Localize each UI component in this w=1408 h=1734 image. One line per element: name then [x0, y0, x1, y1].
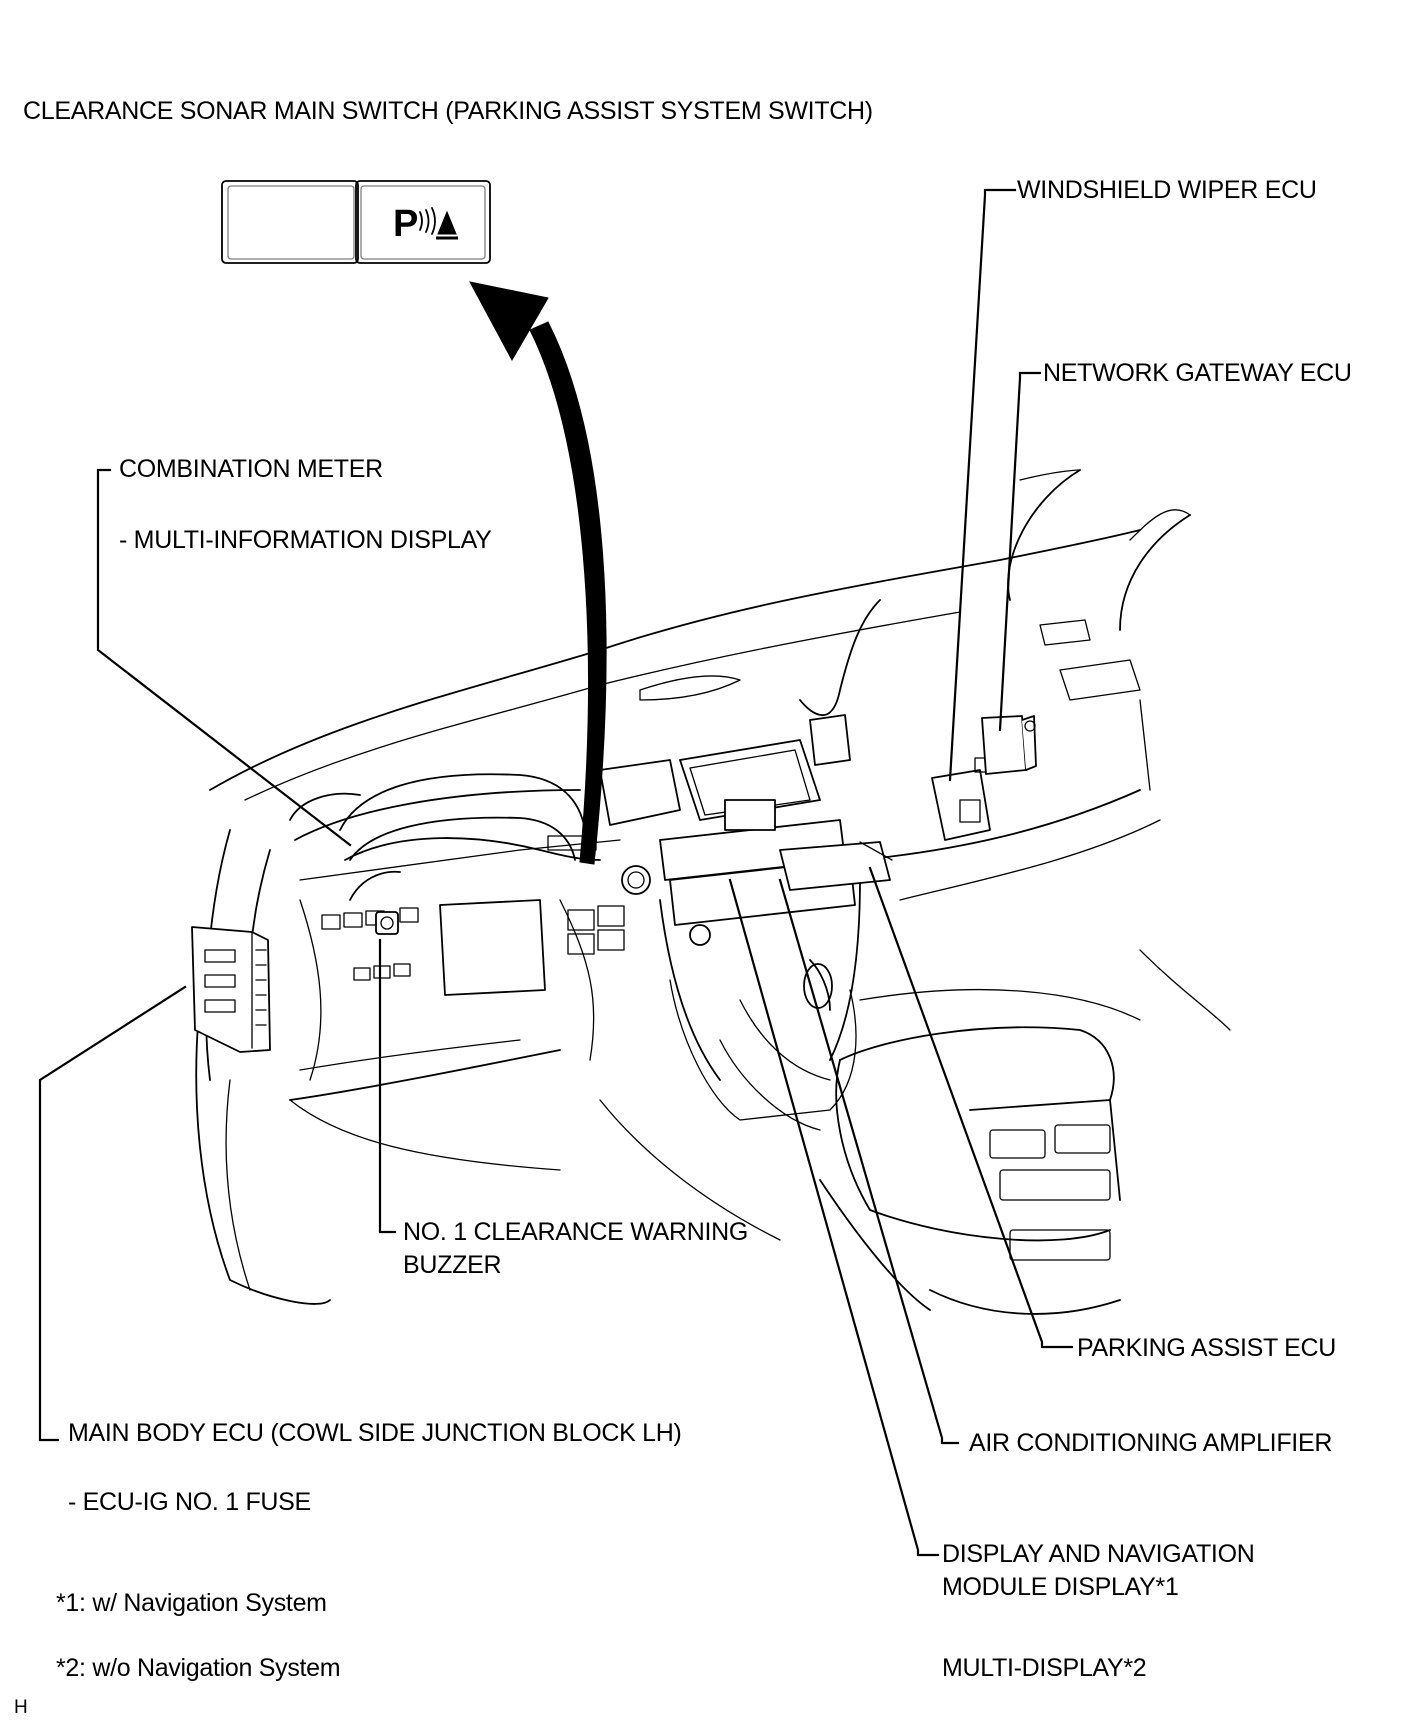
label-display-nav-line1: DISPLAY AND NAVIGATION [942, 1540, 1255, 1568]
footnote-2: *2: w/o Navigation System [56, 1654, 341, 1682]
label-main-body-ecu: MAIN BODY ECU (COWL SIDE JUNCTION BLOCK … [68, 1419, 682, 1447]
label-parking-assist-ecu: PARKING ASSIST ECU [1077, 1334, 1337, 1362]
switch-panel: P [221, 180, 491, 264]
parking-assist-icon: P [393, 203, 458, 245]
svg-text:P: P [393, 203, 418, 245]
label-gateway-ecu: NETWORK GATEWAY ECU [1043, 359, 1352, 387]
main-body-ecu-part [191, 926, 271, 1053]
label-sonar-switch: CLEARANCE SONAR MAIN SWITCH (PARKING ASS… [23, 97, 873, 125]
curved-arrow-icon [469, 281, 607, 865]
label-ecu-ig-fuse: - ECU-IG NO. 1 FUSE [68, 1488, 311, 1516]
label-display-nav-line2: MODULE DISPLAY*1 [942, 1573, 1179, 1601]
label-wiper-ecu: WINDSHIELD WIPER ECU [1017, 176, 1317, 204]
corner-code: H [14, 1697, 28, 1718]
warning-buzzer-part [375, 911, 399, 935]
parking-assist-ecu-part [779, 841, 893, 891]
gateway-ecu-part [981, 715, 1037, 775]
label-multi-display: MULTI-DISPLAY*2 [942, 1654, 1147, 1682]
leader-lines [38, 188, 1074, 1557]
wiper-ecu-part [931, 757, 992, 841]
label-combination-meter: COMBINATION METER [119, 455, 383, 483]
dashboard-drawing [195, 469, 1231, 1315]
label-ac-amplifier: AIR CONDITIONING AMPLIFIER [969, 1429, 1333, 1457]
footnote-1: *1: w/ Navigation System [56, 1589, 327, 1617]
label-multi-info-display: - MULTI-INFORMATION DISPLAY [119, 526, 492, 554]
label-warning-buzzer-line2: BUZZER [403, 1251, 502, 1279]
label-warning-buzzer-line1: NO. 1 CLEARANCE WARNING [403, 1218, 749, 1246]
